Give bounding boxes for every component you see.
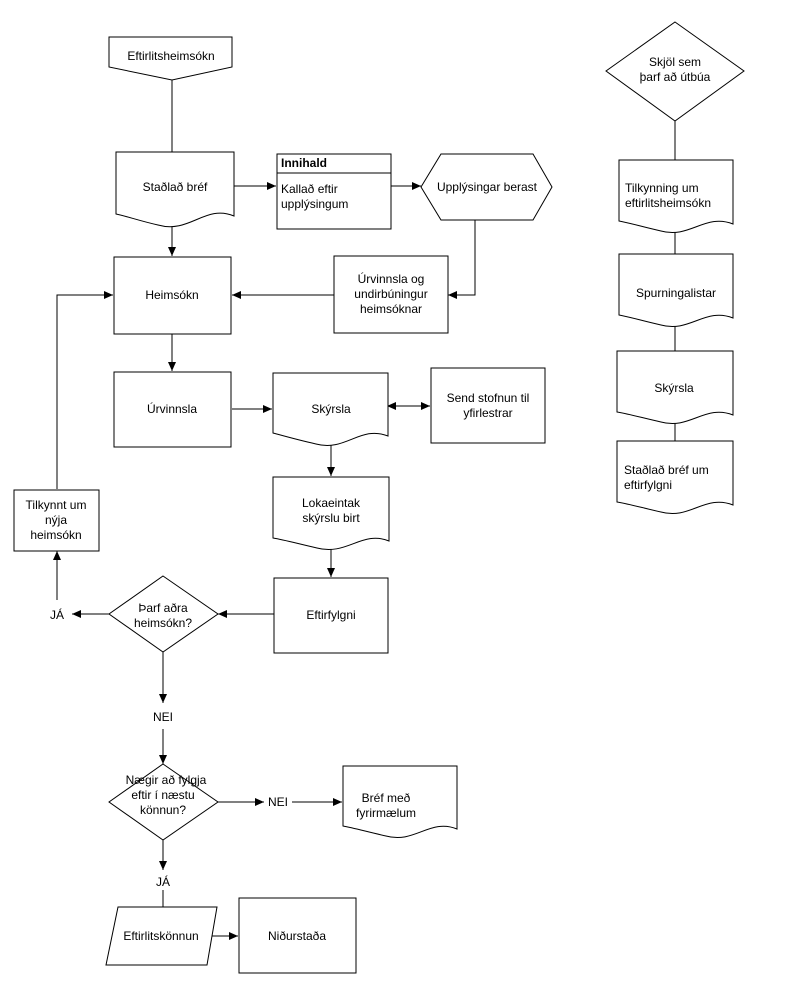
node-processing-label: Úrvinnsla	[147, 401, 197, 416]
node-prep-line2: undirbúningur	[354, 287, 427, 301]
legend-doc3-label: Skýrsla	[654, 381, 694, 395]
node-processing: Úrvinnsla	[113, 371, 232, 448]
node-notify-line2: nýja	[45, 513, 67, 527]
legend-doc3: Skýrsla	[616, 350, 734, 424]
edge-notify-visit	[56, 291, 113, 489]
node-followup: Eftirfylgni	[273, 577, 389, 654]
node-remarks: Bréf með fyrirmælum	[342, 765, 458, 838]
legend-doc2: Spurningalistar	[618, 253, 734, 327]
label-no1: NEI	[153, 710, 173, 724]
node-review-line1: Send stofnun til	[447, 391, 530, 405]
node-notify-line1: Tilkynnt um	[26, 498, 87, 512]
node-report: Skýrsla	[272, 372, 389, 446]
node-followup-label: Eftirfylgni	[306, 608, 355, 622]
node-report-label: Skýrsla	[311, 402, 351, 416]
node-content-line1: Kallað eftir	[281, 182, 338, 196]
node-notify: Tilkynnt um nýja heimsókn	[13, 489, 100, 552]
node-start: Eftirlitsheimsókn	[108, 36, 233, 81]
node-content: Innihald Kallað eftir upplýsingum	[276, 153, 392, 230]
legend-doc2-label: Spurningalistar	[636, 286, 716, 300]
legend-title-line2: þarf að útbúa	[640, 70, 711, 84]
node-letter: Staðlað bréf	[115, 151, 235, 228]
node-visit-label: Heimsókn	[145, 288, 198, 302]
node-decision2: Nægir að fylgja eftir í næstu könnun?	[108, 763, 219, 841]
node-result-label: Niðurstaða	[268, 929, 326, 943]
node-info-label: Upplýsingar berast	[437, 180, 538, 194]
edges	[53, 80, 676, 940]
legend-doc1-line1: Tilkynning um	[625, 181, 699, 195]
node-review: Send stofnun til yfirlestrar	[430, 367, 546, 444]
node-decision1-line1: Þarf aðra	[138, 601, 188, 615]
node-decision2-line2: eftir í næstu	[131, 788, 194, 802]
node-survey: Eftirlitskönnun	[105, 906, 218, 966]
legend-doc4-line1: Staðlað bréf um	[624, 463, 709, 477]
node-result: Niðurstaða	[238, 897, 357, 974]
node-final-line2: skýrslu birt	[302, 511, 360, 525]
legend-doc1: Tilkynning um eftirlitsheimsókn	[618, 159, 734, 233]
node-notify-line3: heimsókn	[30, 528, 81, 542]
node-survey-label: Eftirlitskönnun	[123, 929, 198, 943]
node-decision2-line1: Nægir að fylgja	[126, 773, 207, 787]
legend-doc4-line2: eftirfylgni	[624, 478, 672, 492]
node-letter-label: Staðlað bréf	[143, 180, 208, 194]
node-content-line2: upplýsingum	[281, 197, 348, 211]
edge-info-prep	[448, 220, 476, 299]
node-decision2-line3: könnun?	[140, 803, 186, 817]
node-start-label: Eftirlitsheimsókn	[127, 49, 214, 63]
node-visit: Heimsókn	[113, 256, 232, 335]
node-review-line2: yfirlestrar	[463, 406, 512, 420]
node-prep: Úrvinnsla og undirbúningur heimsóknar	[333, 255, 449, 334]
legend-doc1-line2: eftirlitsheimsókn	[625, 196, 711, 210]
label-yes1: JÁ	[50, 607, 64, 622]
legend-title: Skjöl sem þarf að útbúa	[605, 21, 745, 122]
node-prep-line1: Úrvinnsla og	[358, 271, 425, 286]
label-yes2: JÁ	[156, 874, 170, 889]
node-final: Lokaeintak skýrslu birt	[272, 476, 390, 550]
node-final-line1: Lokaeintak	[302, 496, 361, 510]
node-info: Upplýsingar berast	[420, 153, 553, 221]
legend-doc4: Staðlað bréf um eftirfylgni	[616, 440, 734, 514]
node-content-header: Innihald	[281, 156, 327, 170]
node-remarks-line2: fyrirmælum	[356, 806, 416, 820]
node-decision1: Þarf aðra heimsókn?	[108, 575, 219, 653]
label-no2: NEI	[268, 795, 288, 809]
legend-title-line1: Skjöl sem	[649, 55, 701, 69]
node-decision1-line2: heimsókn?	[134, 616, 192, 630]
node-remarks-line1: Bréf með	[362, 791, 411, 805]
node-prep-line3: heimsóknar	[360, 302, 422, 316]
